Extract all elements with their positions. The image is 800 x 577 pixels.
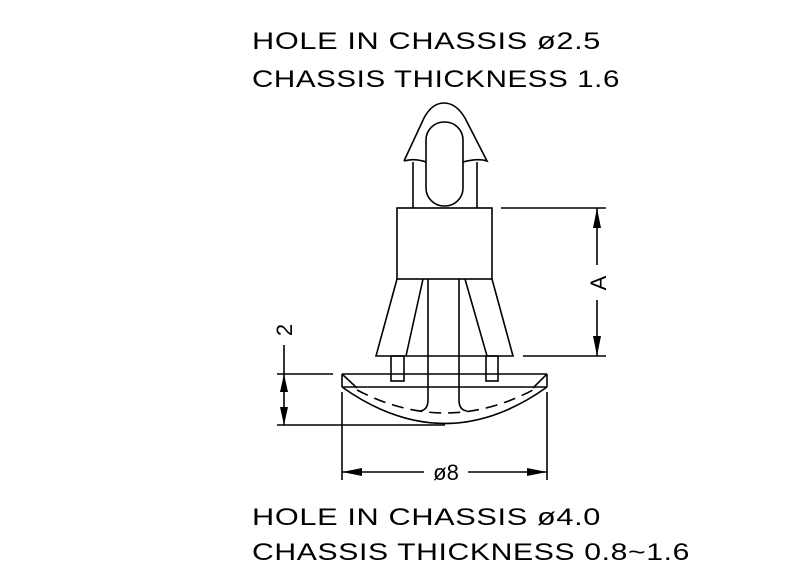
splayed-legs <box>374 278 515 412</box>
bottom-note-thickness: CHASSIS THICKNESS 0.8~1.6 <box>252 539 690 566</box>
dimension-head-thickness: 2 <box>272 324 445 426</box>
spacer-body <box>396 207 493 280</box>
dimension-head-thickness-label: 2 <box>272 324 297 336</box>
dimension-head-diameter: ø8 <box>341 392 548 485</box>
dimension-head-diameter-label: ø8 <box>433 460 459 485</box>
top-note-thickness: CHASSIS THICKNESS 1.6 <box>252 66 620 93</box>
bottom-note-hole: HOLE IN CHASSIS ø4.0 <box>252 504 601 531</box>
spacer-head <box>341 373 548 425</box>
dimension-a: A <box>501 207 611 357</box>
dimension-a-label: A <box>586 275 611 290</box>
top-snap-cap <box>403 102 489 208</box>
top-note-hole: HOLE IN CHASSIS ø2.5 <box>252 28 601 55</box>
